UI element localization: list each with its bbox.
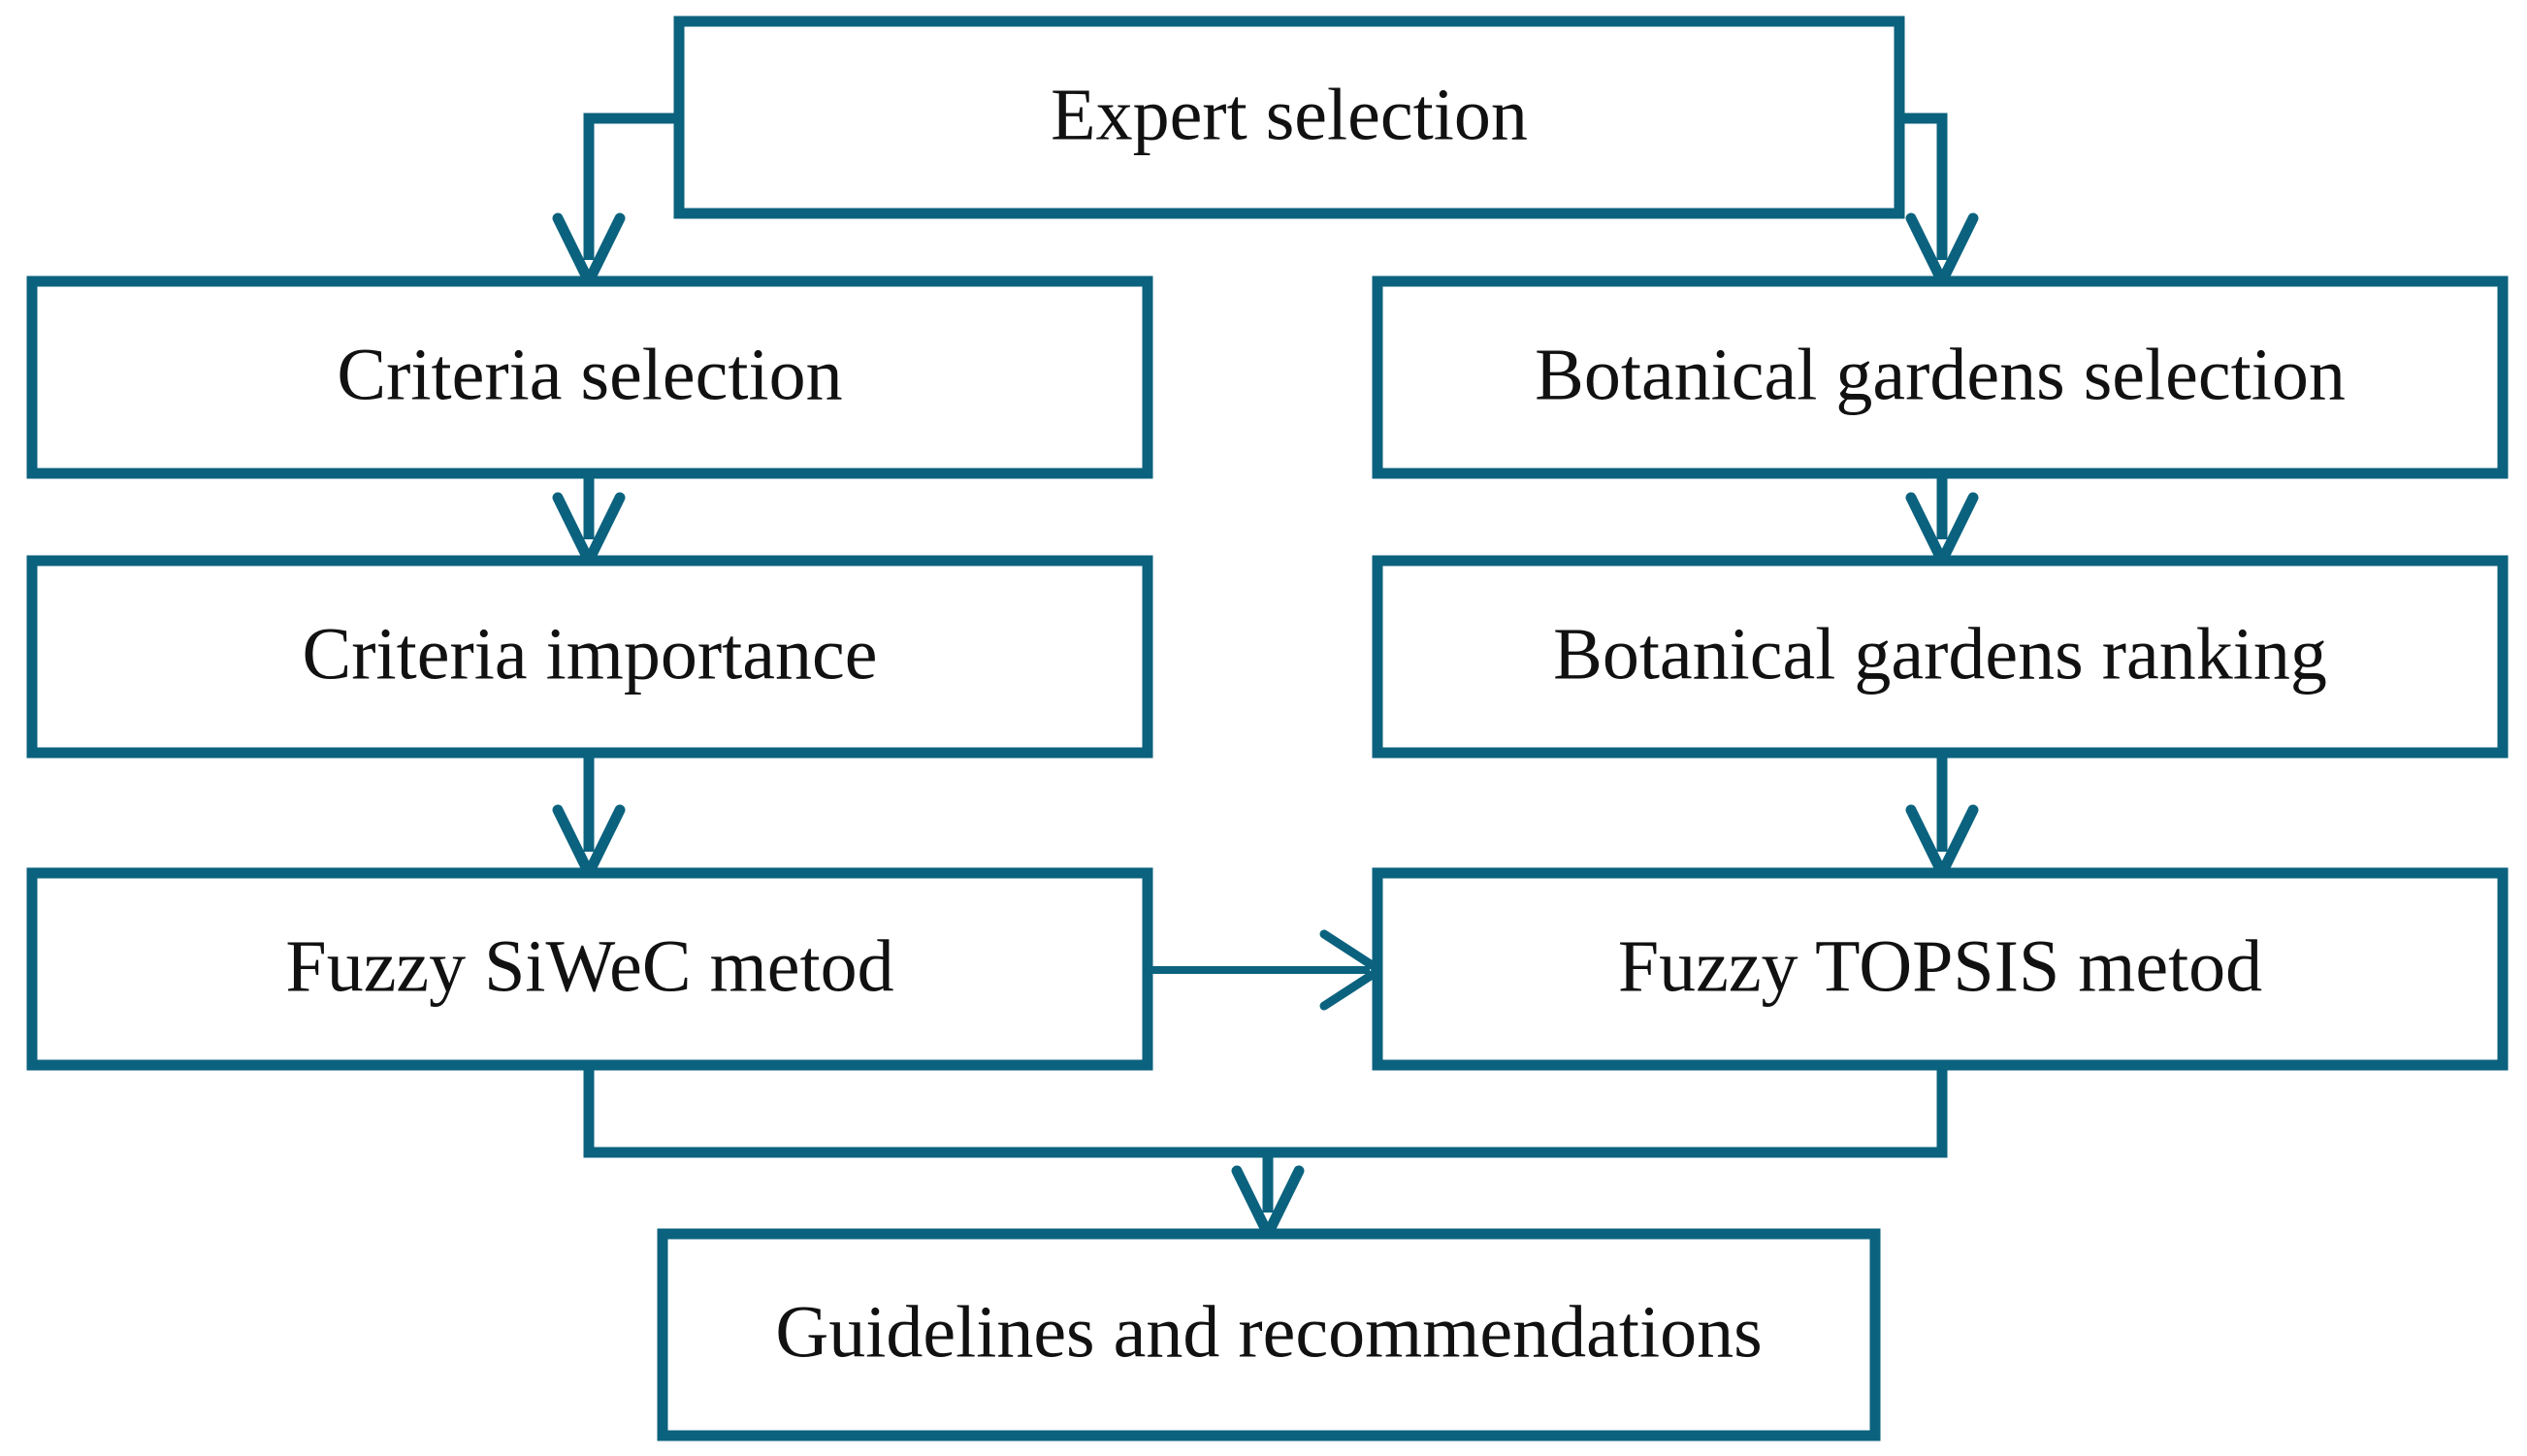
node-label-botanical-gardens-ranking: Botanical gardens ranking [1553,613,2327,695]
node-box-fuzzy-siwec-metod[interactable] [26,867,1153,1071]
node-label-criteria-importance: Criteria importance [303,613,878,695]
node-box-expert-selection[interactable] [673,16,1905,219]
node-box-fuzzy-topsis-metod[interactable] [1372,867,2509,1071]
node-criteria-importance[interactable]: Criteria importance [26,555,1153,759]
node-fuzzy-siwec-metod[interactable]: Fuzzy SiWeC metod [26,867,1153,1071]
node-criteria-selection[interactable]: Criteria selection [26,275,1153,479]
node-label-fuzzy-topsis-metod: Fuzzy TOPSIS metod [1618,925,2262,1007]
edge-criteria-selection-to-criteria-importance [552,473,626,566]
edge-expert-to-botanical-selection [1899,113,1979,287]
edge-fuzzy-siwec-to-fuzzy-topsis [1148,929,1384,1011]
node-expert-selection[interactable]: Expert selection [673,16,1905,219]
node-botanical-gardens-selection[interactable]: Botanical gardens selection [1372,275,2509,479]
edge-criteria-importance-to-fuzzy-siwec [552,753,626,879]
node-label-guidelines-and-recommendations: Guidelines and recommendations [775,1291,1762,1373]
node-fuzzy-topsis-metod[interactable]: Fuzzy TOPSIS metod [1372,867,2509,1071]
edge-expert-to-criteria-selection [552,113,679,287]
node-label-fuzzy-siwec-metod: Fuzzy SiWeC metod [285,925,893,1007]
node-box-guidelines-and-recommendations[interactable] [657,1228,1881,1441]
node-label-expert-selection: Expert selection [1051,74,1528,155]
node-box-botanical-gardens-ranking[interactable] [1372,555,2509,759]
node-botanical-gardens-ranking[interactable]: Botanical gardens ranking [1372,555,2509,759]
node-box-criteria-importance[interactable] [26,555,1153,759]
node-box-botanical-gardens-selection[interactable] [1372,275,2509,479]
edge-botanical-ranking-to-fuzzy-topsis [1905,753,1979,879]
edge-methods-to-guidelines [583,1065,1948,1240]
node-label-botanical-gardens-selection: Botanical gardens selection [1535,334,2346,415]
node-guidelines-and-recommendations[interactable]: Guidelines and recommendations [657,1228,1881,1441]
edge-botanical-selection-to-botanical-ranking [1905,473,1979,566]
node-box-criteria-selection[interactable] [26,275,1153,479]
node-label-criteria-selection: Criteria selection [337,334,842,415]
